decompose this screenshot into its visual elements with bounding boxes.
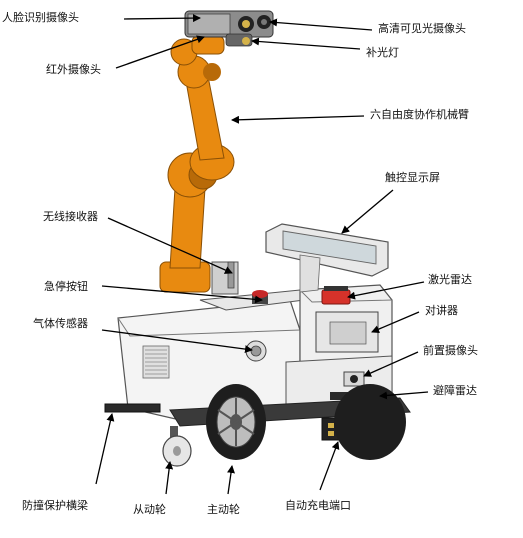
callout-arrows <box>95 14 429 495</box>
label-face-camera: 人脸识别摄像头 <box>2 11 79 24</box>
drive-wheel-graphic <box>206 384 266 460</box>
label-ir-camera: 红外摄像头 <box>46 63 101 76</box>
label-drive-wheel: 主动轮 <box>207 503 240 516</box>
label-lidar: 激光雷达 <box>428 273 472 286</box>
label-front-camera: 前置摄像头 <box>423 344 478 357</box>
arrow-bumper <box>95 413 115 485</box>
arrow-obstacle-radar <box>379 391 429 400</box>
label-wireless-receiver: 无线接收器 <box>43 210 98 223</box>
arrow-wireless-receiver <box>107 217 233 274</box>
label-bumper: 防撞保护横梁 <box>22 499 88 512</box>
arrow-robot-arm <box>231 115 365 124</box>
touch-display-unit <box>265 223 389 293</box>
label-fill-light: 补光灯 <box>366 46 399 59</box>
rear-right-wheel-graphic <box>334 384 406 460</box>
label-hd-camera: 高清可见光摄像头 <box>378 22 466 35</box>
lidar-unit <box>321 286 351 305</box>
arrow-fill-light <box>251 37 361 50</box>
arrow-estop <box>101 285 263 304</box>
label-driven-wheel: 从动轮 <box>133 503 166 516</box>
arrow-hd-camera <box>269 18 373 31</box>
label-estop-button: 急停按钮 <box>44 280 88 293</box>
arrow-charging-port <box>319 441 340 491</box>
camera-head-graphic <box>184 10 274 47</box>
arrow-lidar <box>347 281 425 300</box>
arrow-driven-wheel <box>165 461 174 495</box>
arrow-touch-display <box>341 189 394 234</box>
label-gas-sensor: 气体传感器 <box>33 317 88 330</box>
wireless-receiver-graphic <box>227 261 235 289</box>
estop-graphic <box>252 290 268 304</box>
arrow-drive-wheel <box>227 465 235 495</box>
arrow-front-camera <box>363 351 419 377</box>
arrow-gas-sensor <box>101 329 253 354</box>
robot-chassis <box>104 284 411 441</box>
robot-arm-graphic <box>159 35 239 295</box>
driven-wheel-graphic <box>162 426 192 467</box>
label-charging-port: 自动充电端口 <box>285 499 351 512</box>
label-intercom: 对讲器 <box>425 304 458 317</box>
arrow-intercom <box>371 311 420 333</box>
arrow-ir-camera <box>115 35 205 69</box>
label-robot-arm: 六自由度协作机械臂 <box>370 108 469 121</box>
label-touch-display: 触控显示屏 <box>385 171 440 184</box>
arrow-face-camera <box>123 14 201 23</box>
label-obstacle-radar: 避障雷达 <box>433 384 477 397</box>
